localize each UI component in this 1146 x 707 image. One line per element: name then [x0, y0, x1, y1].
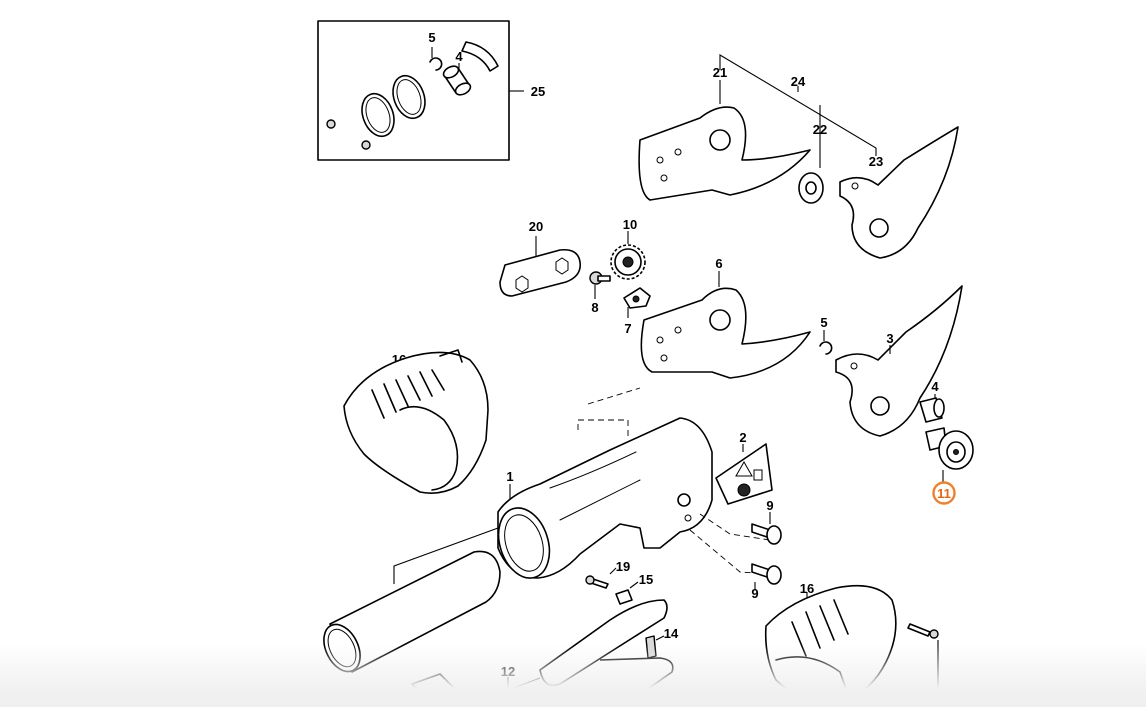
callout-upper-blade-right: 23 — [869, 154, 883, 169]
guard-bottom: 16 — [764, 581, 939, 707]
callout-lever: 12 — [501, 664, 515, 679]
callout-pin-15: 15 — [639, 572, 653, 587]
callout-inset-kit: 25 — [531, 84, 545, 99]
callout-upper-washer: 22 — [813, 122, 827, 137]
callout-inset-clip: 5 — [428, 30, 435, 45]
drive-parts: 20 10 8 7 — [499, 217, 651, 336]
callout-housing: 1 — [506, 469, 513, 484]
handle-tube — [323, 550, 501, 673]
callout-blade-right: 3 — [886, 331, 893, 346]
callout-screw-19: 19 — [616, 559, 630, 574]
screws-9: 9 9 — [689, 498, 782, 601]
warning-label: 2 — [715, 430, 773, 505]
callout-clip: 5 — [820, 315, 827, 330]
callout-gear: 10 — [623, 217, 637, 232]
callout-knob-highlight[interactable]: 11 — [932, 481, 956, 505]
callout-upper-blade-left: 21 — [713, 65, 727, 80]
callout-upper-set: 24 — [791, 74, 806, 89]
callout-inset-pin: 4 — [455, 49, 463, 64]
callout-blade-left: 6 — [715, 256, 722, 271]
callout-pin: 4 — [931, 379, 939, 394]
upper-blade-set: 21 24 22 23 — [638, 54, 959, 259]
callout-washer-7: 7 — [624, 321, 631, 336]
callout-plate: 20 — [529, 219, 543, 234]
guard-top: 16 — [343, 349, 489, 494]
main-blades: 6 5 3 4 — [640, 256, 974, 482]
callout-label-sticker: 2 — [739, 430, 746, 445]
inset-kit-box: 5 4 25 — [317, 20, 545, 161]
callout-screw-8: 8 — [591, 300, 598, 315]
callout-spring-14: 14 — [664, 626, 679, 641]
housing: 1 — [393, 387, 713, 584]
callout-screw-9b: 9 — [751, 586, 758, 601]
callout-knob: 11 — [937, 486, 951, 501]
callout-guard-bottom: 16 — [800, 581, 814, 596]
callout-screw-9a: 9 — [766, 498, 773, 513]
highlight-ring — [932, 481, 956, 505]
